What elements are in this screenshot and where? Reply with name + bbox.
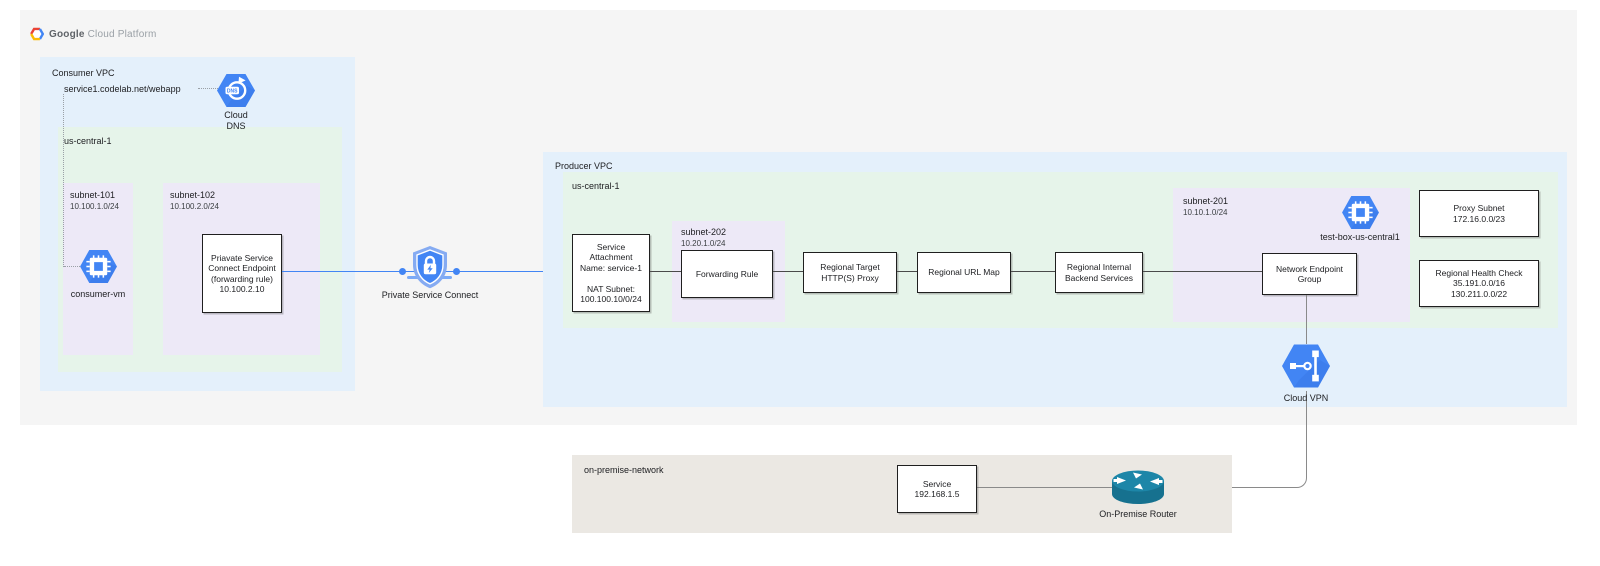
vm-dotted-line bbox=[64, 266, 82, 267]
on-premise-label: on-premise-network bbox=[584, 465, 664, 475]
cloud-vpn-label: Cloud VPN bbox=[1283, 393, 1329, 403]
urlmap-to-backend-line bbox=[1011, 271, 1055, 272]
backend-to-neg-line bbox=[1143, 271, 1262, 272]
subnet-202-cidr: 10.20.1.0/24 bbox=[681, 239, 726, 248]
service-attachment-box: Service Attachment Name: service-1 NAT S… bbox=[572, 234, 650, 312]
psc-left-dash bbox=[407, 276, 423, 279]
subnet-101-cidr: 10.100.1.0/24 bbox=[70, 202, 119, 211]
cloud-dns-icon: DNS bbox=[217, 74, 255, 107]
on-premise-router-icon bbox=[1110, 468, 1166, 508]
test-box-label: test-box-us-central1 bbox=[1320, 232, 1400, 242]
fwdrule-to-proxy-line bbox=[773, 271, 803, 272]
subnet-202-name: subnet-202 bbox=[681, 227, 727, 237]
neg-to-vpn-line bbox=[1306, 295, 1307, 344]
consumer-vm-label: consumer-vm bbox=[70, 289, 126, 299]
vm-dns-dotted-vertical bbox=[63, 94, 64, 267]
dns-record-text: service1.codelab.net/webapp bbox=[64, 84, 181, 94]
onprem-service-box: Service 192.168.1.5 bbox=[897, 465, 977, 513]
gcp-logo-icon bbox=[30, 27, 45, 41]
subnet-101-name: subnet-101 bbox=[70, 190, 116, 200]
psc-shield-icon bbox=[412, 245, 448, 289]
psc-label: Private Service Connect bbox=[381, 290, 479, 300]
cloud-vpn-icon bbox=[1282, 343, 1330, 389]
network-endpoint-group-box: Network Endpoint Group bbox=[1262, 253, 1357, 295]
psc-right-dash bbox=[436, 276, 452, 279]
producer-vpc-label: Producer VPC bbox=[555, 161, 613, 171]
dns-dotted-line bbox=[198, 88, 218, 89]
gcp-brand: Google Cloud Platform bbox=[30, 27, 157, 41]
svg-text:DNS: DNS bbox=[227, 88, 238, 94]
url-map-box: Regional URL Map bbox=[917, 252, 1011, 293]
forwarding-rule-box: Forwarding Rule bbox=[681, 250, 773, 298]
brand-title: Google Cloud Platform bbox=[49, 28, 157, 40]
cloud-dns-label: Cloud DNS bbox=[224, 110, 248, 131]
target-proxy-box: Regional Target HTTP(S) Proxy bbox=[803, 252, 897, 293]
vpn-to-router-elbow bbox=[1163, 391, 1307, 488]
attach-to-fwdrule-line bbox=[650, 271, 681, 272]
test-box-vm-icon bbox=[1342, 196, 1379, 229]
proxy-to-urlmap-line bbox=[897, 271, 917, 272]
service-to-router-line bbox=[977, 487, 1163, 488]
subnet-102-name: subnet-102 bbox=[170, 190, 216, 200]
psc-left-dot bbox=[399, 268, 406, 275]
psc-right-dot bbox=[453, 268, 460, 275]
consumer-region-label: us-central-1 bbox=[64, 136, 112, 146]
on-premise-router-label: On-Premise Router bbox=[1099, 509, 1177, 519]
psc-endpoint-box: Priavate Service Connect Endpoint (forwa… bbox=[202, 234, 282, 313]
consumer-vm-icon bbox=[80, 250, 117, 283]
producer-region-label: us-central-1 bbox=[572, 181, 620, 191]
consumer-vpc-label: Consumer VPC bbox=[52, 68, 115, 78]
health-check-box: Regional Health Check 35.191.0.0/16 130.… bbox=[1419, 260, 1539, 307]
subnet-102-cidr: 10.100.2.0/24 bbox=[170, 202, 219, 211]
backend-services-box: Regional Internal Backend Services bbox=[1055, 252, 1143, 293]
proxy-subnet-box: Proxy Subnet 172.16.0.0/23 bbox=[1419, 190, 1539, 237]
subnet-201-name: subnet-201 bbox=[1183, 196, 1229, 206]
subnet-201-cidr: 10.10.1.0/24 bbox=[1183, 208, 1228, 217]
